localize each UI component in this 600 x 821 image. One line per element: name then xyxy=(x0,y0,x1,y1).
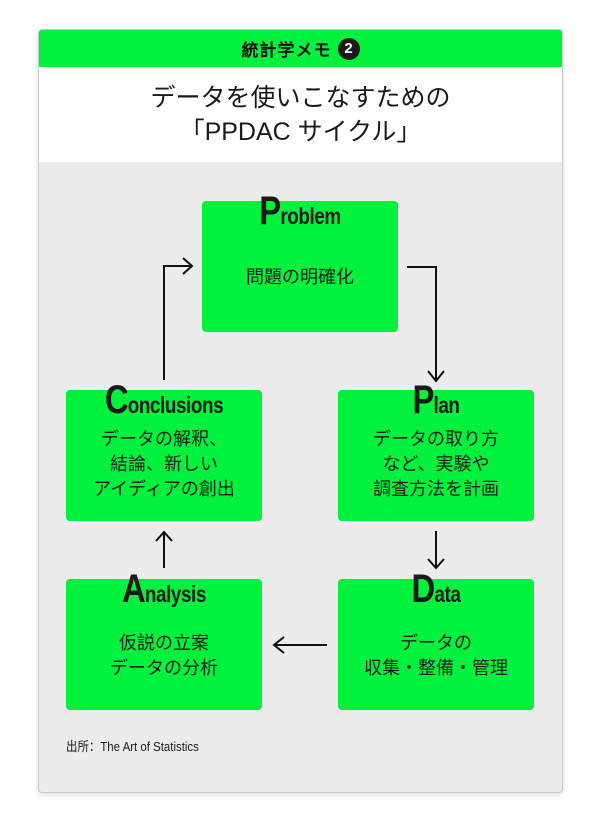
header-bar: 統計学メモ 2 xyxy=(39,30,562,67)
step-plan-title: Plan xyxy=(356,378,517,423)
step-conclusions-rest: onclusions xyxy=(127,392,224,418)
title-area: データを使いこなすための 「PPDAC サイクル」 xyxy=(39,67,562,162)
step-conclusions-desc: データの解釈、 結論、新しい アイディアの創出 xyxy=(93,429,235,500)
step-analysis: Analysis 仮説の立案 データの分析 xyxy=(66,567,262,710)
step-data: Data データの 収集・整備・管理 xyxy=(338,567,534,710)
step-data-desc: データの 収集・整備・管理 xyxy=(364,633,508,679)
step-problem-rest: roblem xyxy=(280,203,341,229)
step-problem-desc: 問題の明確化 xyxy=(246,267,354,288)
header-label: 統計学メモ xyxy=(241,41,332,61)
step-plan: Plan データの取り方 など、実験や 調査方法を計画 xyxy=(338,378,534,521)
step-data-title: Data xyxy=(356,567,517,612)
step-problem-initial: P xyxy=(259,189,281,233)
number-badge: 2 xyxy=(337,37,360,60)
step-analysis-desc: 仮説の立案 データの分析 xyxy=(110,633,218,679)
step-plan-rest: lan xyxy=(433,392,460,418)
step-analysis-initial: A xyxy=(122,567,146,611)
title-line-2: 「PPDAC サイクル」 xyxy=(179,117,422,146)
step-plan-initial: P xyxy=(412,378,434,422)
step-conclusions: Conclusions データの解釈、 結論、新しい アイディアの創出 xyxy=(66,378,262,521)
step-problem: Problem 問題の明確化 xyxy=(202,189,398,332)
step-data-rest: ata xyxy=(434,581,461,607)
step-data-initial: D xyxy=(411,567,436,611)
step-analysis-title: Analysis xyxy=(84,567,245,612)
step-plan-desc: データの取り方 など、実験や 調査方法を計画 xyxy=(373,429,499,500)
title-line-1: データを使いこなすための xyxy=(150,82,451,112)
step-conclusions-initial: C xyxy=(104,378,129,422)
step-analysis-rest: nalysis xyxy=(144,581,206,607)
source-note: 出所：The Art of Statistics xyxy=(66,739,199,754)
step-problem-title: Problem xyxy=(220,189,381,234)
step-conclusions-title: Conclusions xyxy=(84,378,245,423)
